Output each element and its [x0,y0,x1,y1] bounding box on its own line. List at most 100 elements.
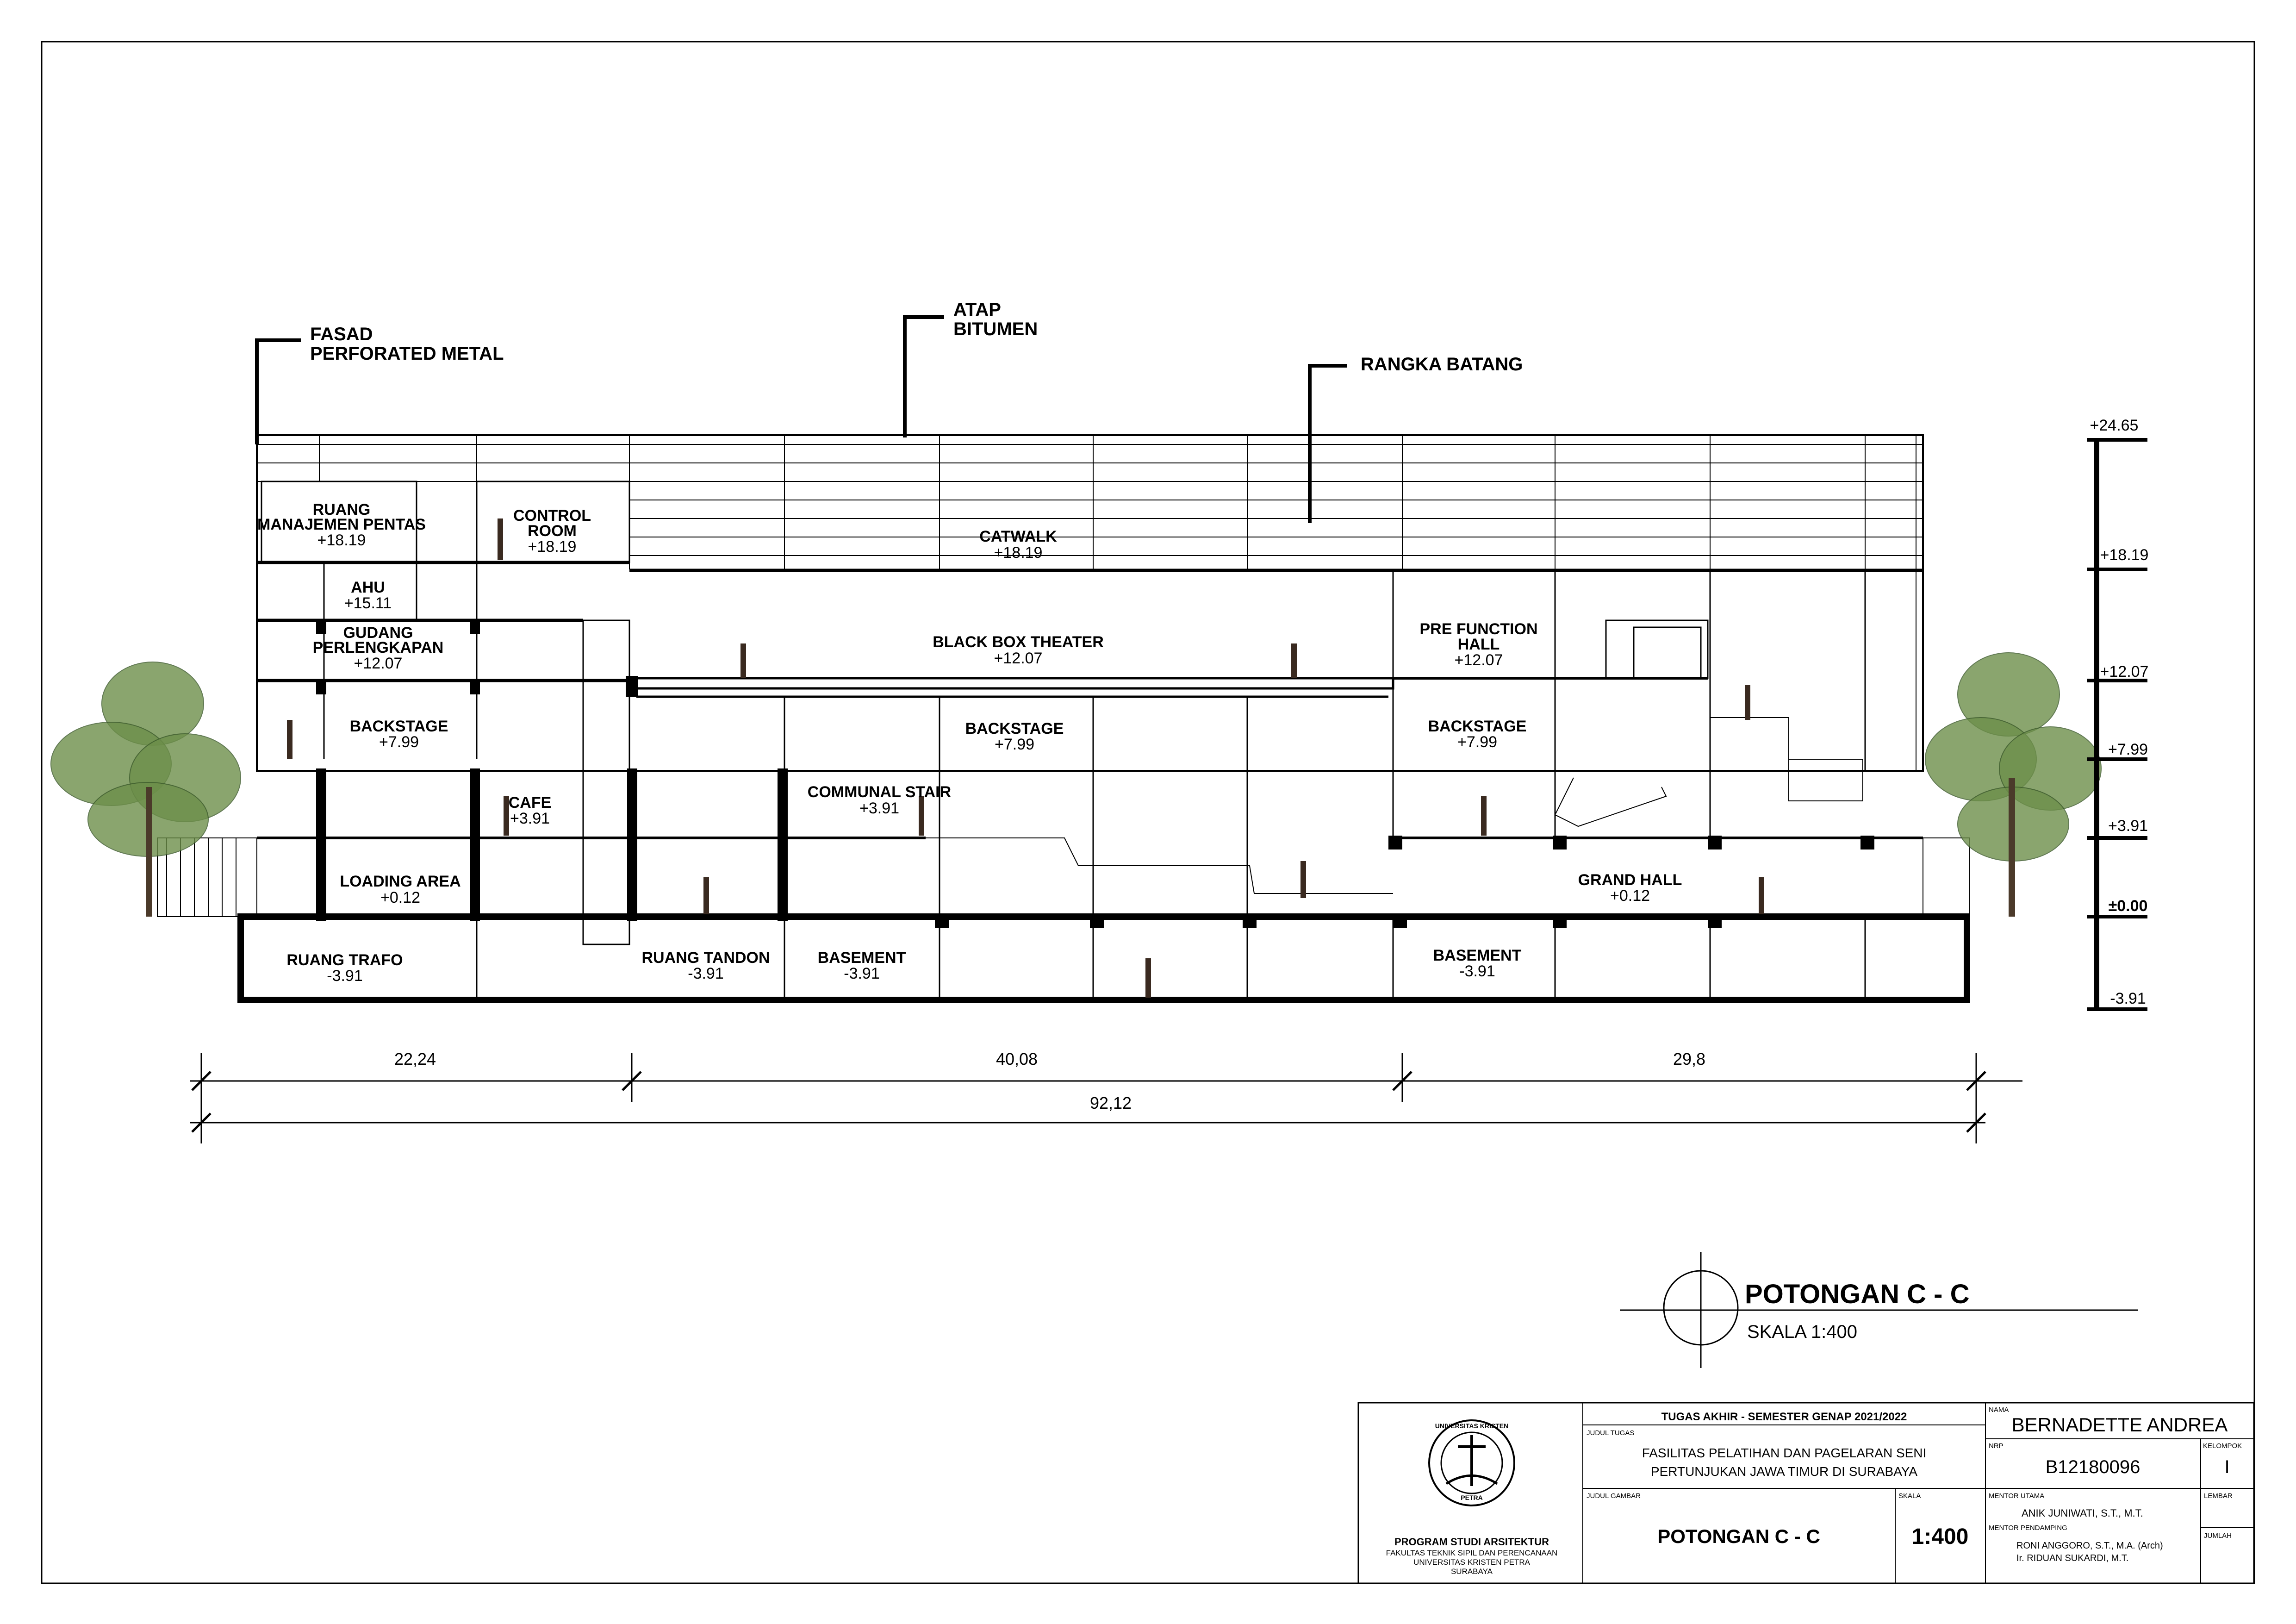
svg-text:AHU: AHU [351,579,385,596]
elevation-label: +12.07 [2100,663,2149,681]
title-block-header: TUGAS AKHIR - SEMESTER GENAP 2021/2022 [1661,1411,1907,1423]
elevation-label: +18.19 [2100,546,2149,564]
svg-text:RUANG TANDON: RUANG TANDON [641,949,770,967]
nama-value: BERNADETTE ANDREA [2012,1414,2228,1436]
tree-left-illustration [50,662,241,917]
room-level: +12.07 [994,650,1043,667]
room-name: ROOM [528,522,577,540]
mentor-pendamping: RONI ANGGORO, S.T., M.A. (Arch) [2016,1541,2163,1551]
callout-atap: ATAP BITUMEN [903,300,1038,437]
room-name: PRE FUNCTION [1420,620,1538,638]
svg-text:ROOM: ROOM [528,522,577,540]
faculty-line: SURABAYA [1451,1567,1493,1576]
svg-text:RUANG: RUANG [313,501,371,518]
elevation-label: +24.65 [2090,417,2139,434]
judul-tugas-label: JUDUL TUGAS [1587,1429,1634,1437]
room-name: LOADING AREA [340,873,460,890]
elevation-label: -3.91 [2110,990,2146,1007]
drawing-title: POTONGAN C - C SKALA 1:400 [1620,1252,2138,1368]
room-level: +7.99 [1457,733,1497,751]
room-labels: RUANG MANAJEMEN PENTAS +18.19 CONTROL RO… [257,501,1682,985]
room-level: -3.91 [844,965,880,982]
svg-text:BLACK BOX THEATER: BLACK BOX THEATER [933,633,1104,651]
room-name: COMMUNAL STAIR [808,783,951,801]
elevation-label: +3.91 [2108,817,2148,835]
mentor-pendamping: Ir. RIDUAN SUKARDI, M.T. [2016,1553,2128,1563]
room-name: CONTROL [513,507,591,525]
room-level: +7.99 [379,733,419,751]
svg-text:CONTROL: CONTROL [513,507,591,525]
judul-tugas-line: PERTUNJUKAN JAWA TIMUR DI SURABAYA [1651,1464,1917,1479]
room-level: +3.91 [510,810,550,827]
svg-text:CATWALK: CATWALK [979,528,1057,545]
svg-text:BACKSTAGE: BACKSTAGE [350,718,448,735]
room-name: RUANG TANDON [641,949,770,967]
callout-fasad-line1: FASAD [310,324,373,344]
room-level: +18.19 [317,531,366,549]
room-level: +15.11 [344,594,392,612]
callout-atap-line1: ATAP [953,300,1001,320]
skala-label: SKALA [1898,1492,1921,1500]
room-name: BASEMENT [818,949,906,967]
elevation-label: ±0.00 [2109,897,2148,915]
room-name: HALL [1458,636,1500,653]
room-name: CATWALK [979,528,1057,545]
mentor-utama-label: MENTOR UTAMA [1989,1492,2044,1500]
drawing-scale-text: SKALA 1:400 [1747,1322,1857,1342]
room-level: -3.91 [1459,962,1495,980]
svg-text:HALL: HALL [1458,636,1500,653]
dimension-total: 92,12 [1090,1093,1132,1112]
jumlah-label: JUMLAH [2204,1532,2232,1540]
callout-atap-line2: BITUMEN [953,319,1038,339]
dimension-segment-1: 22,24 [394,1049,436,1068]
lembar-label: LEMBAR [2204,1492,2233,1500]
judul-tugas-line: FASILITAS PELATIHAN DAN PAGELARAN SENI [1642,1446,1927,1460]
room-name: MANAJEMEN PENTAS [257,516,426,533]
room-level: +0.12 [1610,887,1650,905]
dimension-lines [190,1053,2022,1143]
faculty-line: FAKULTAS TEKNIK SIPIL DAN PERENCANAAN [1386,1549,1558,1557]
svg-text:MANAJEMEN PENTAS: MANAJEMEN PENTAS [257,516,426,533]
drawing-title-text: POTONGAN C - C [1745,1279,1970,1309]
room-name: BACKSTAGE [1428,718,1527,735]
room-name: BACKSTAGE [350,718,448,735]
human-scale-figures [287,518,1764,998]
sheet-border [41,41,2255,1584]
title-block-text: UNIVERSITAS KRISTEN PETRA PROGRAM STUDI … [1386,1406,2242,1576]
kelompok-label: KELOMPOK [2203,1442,2242,1450]
room-level: +18.19 [528,538,577,556]
room-level: -3.91 [327,967,363,985]
room-name: BACKSTAGE [965,720,1064,737]
nrp-label: NRP [1989,1442,2004,1450]
room-name: RUANG TRAFO [286,951,403,969]
callout-rangka-text: RANGKA BATANG [1361,354,1523,375]
room-name: GRAND HALL [1578,871,1682,889]
nrp-value: B12180096 [2046,1457,2140,1477]
svg-text:LOADING AREA: LOADING AREA [340,873,460,890]
room-level: +12.07 [354,655,403,672]
room-name: CAFE [509,794,552,812]
room-level: +0.12 [380,889,420,906]
faculty-line: UNIVERSITAS KRISTEN PETRA [1413,1558,1531,1567]
room-name: BLACK BOX THEATER [933,633,1104,651]
room-level: +18.19 [994,544,1043,562]
dimension-segment-3: 29,8 [1673,1049,1705,1068]
callout-rangka: RANGKA BATANG [1308,354,1523,523]
mentor-pendamping-label: MENTOR PENDAMPING [1989,1524,2067,1532]
logo-text: UNIVERSITAS KRISTEN [1435,1422,1508,1430]
svg-text:CAFE: CAFE [509,794,552,812]
kelompok-value: I [2224,1457,2229,1477]
title-block [1357,1402,2255,1584]
svg-text:PRE FUNCTION: PRE FUNCTION [1420,620,1538,638]
program-name: PROGRAM STUDI ARSITEKTUR [1394,1536,1549,1548]
tree-right-illustration [1925,652,2102,917]
svg-text:BASEMENT: BASEMENT [1433,947,1522,964]
building-section [157,434,1970,1003]
room-name: AHU [351,579,385,596]
judul-gambar-label: JUDUL GAMBAR [1587,1492,1641,1500]
elevation-scale: +24.65 +18.19 +12.07 +7.99 +3.91 ±0.00 -… [2087,417,2149,1011]
svg-text:GUDANG: GUDANG [343,624,413,642]
room-level: +3.91 [859,800,899,817]
judul-gambar: POTONGAN C - C [1657,1525,1820,1547]
